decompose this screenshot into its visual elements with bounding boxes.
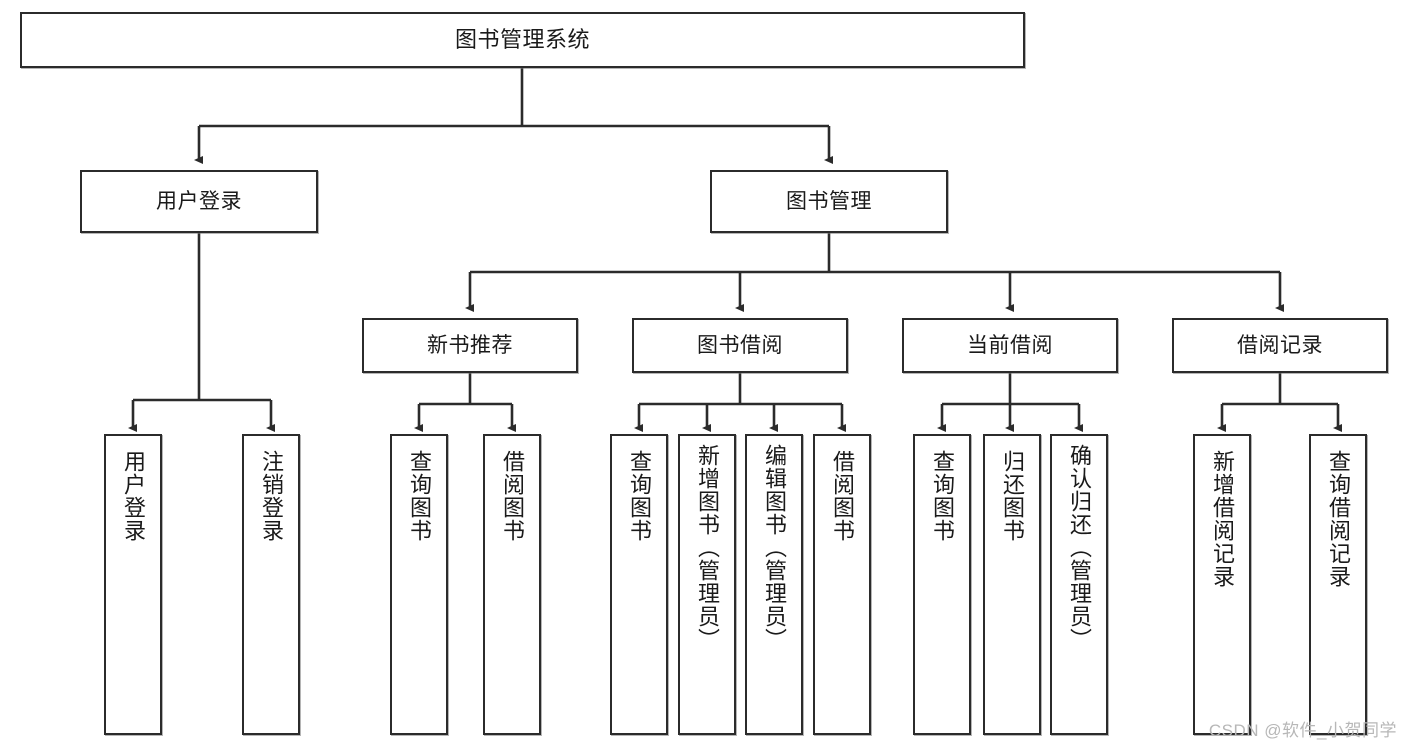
- node-label: 用户登录: [156, 189, 242, 213]
- leaf-borrow-record-query[interactable]: 查询借阅记录: [1309, 434, 1367, 735]
- leaf-user-login-signout[interactable]: 注销登录: [242, 434, 300, 735]
- node-label: 借阅图书: [829, 450, 855, 542]
- node-label: 查询图书: [929, 450, 955, 542]
- node-root-system[interactable]: 图书管理系统: [20, 12, 1025, 68]
- node-label: 当前借阅: [967, 333, 1053, 357]
- node-label: 确认归还（管理员）: [1066, 444, 1092, 651]
- leaf-borrow-record-add[interactable]: 新增借阅记录: [1193, 434, 1251, 735]
- node-label: 查询图书: [406, 450, 432, 542]
- leaf-book-borrow-add[interactable]: 新增图书（管理员）: [678, 434, 736, 735]
- node-label: 图书借阅: [697, 333, 783, 357]
- node-label: 新书推荐: [427, 333, 513, 357]
- node-label: 用户登录: [120, 450, 146, 542]
- leaf-current-borrow-query[interactable]: 查询图书: [913, 434, 971, 735]
- leaf-book-borrow-query[interactable]: 查询图书: [610, 434, 668, 735]
- watermark: CSDN @软件_小贺同学: [1208, 721, 1397, 740]
- node-book-borrow[interactable]: 图书借阅: [632, 318, 848, 373]
- node-label: 编辑图书（管理员）: [761, 444, 787, 651]
- node-book-management[interactable]: 图书管理: [710, 170, 948, 233]
- leaf-current-borrow-return[interactable]: 归还图书: [983, 434, 1041, 735]
- node-label: 新增借阅记录: [1209, 450, 1235, 588]
- leaf-book-borrow-edit[interactable]: 编辑图书（管理员）: [745, 434, 803, 735]
- node-label: 归还图书: [999, 450, 1025, 542]
- node-label: 图书管理: [786, 189, 872, 213]
- node-label: 查询图书: [626, 450, 652, 542]
- node-new-book-recommend[interactable]: 新书推荐: [362, 318, 578, 373]
- node-label: 借阅图书: [499, 450, 525, 542]
- node-borrow-record[interactable]: 借阅记录: [1172, 318, 1388, 373]
- node-label: 图书管理系统: [454, 26, 590, 52]
- leaf-new-book-borrow[interactable]: 借阅图书: [483, 434, 541, 735]
- node-current-borrow[interactable]: 当前借阅: [902, 318, 1118, 373]
- leaf-book-borrow-borrow[interactable]: 借阅图书: [813, 434, 871, 735]
- node-label: 注销登录: [258, 450, 284, 542]
- leaf-current-borrow-confirm-return[interactable]: 确认归还（管理员）: [1050, 434, 1108, 735]
- leaf-user-login-signin[interactable]: 用户登录: [104, 434, 162, 735]
- leaf-new-book-query[interactable]: 查询图书: [390, 434, 448, 735]
- node-user-login[interactable]: 用户登录: [80, 170, 318, 233]
- node-label: 借阅记录: [1237, 333, 1323, 357]
- node-label: 查询借阅记录: [1325, 450, 1351, 588]
- node-label: 新增图书（管理员）: [694, 444, 720, 651]
